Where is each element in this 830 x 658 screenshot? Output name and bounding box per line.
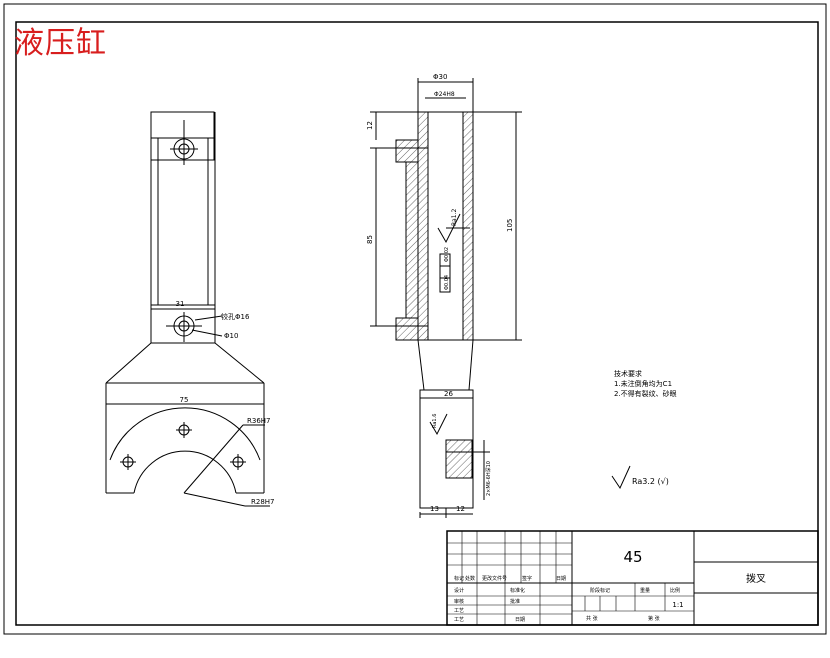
roughness-symbol xyxy=(437,213,461,244)
leader-hole xyxy=(191,329,223,337)
dim-front-bore: 铰孔Φ16 xyxy=(221,312,250,321)
tb-check: 审核 xyxy=(454,598,464,605)
tb-row-label-2: 更改文件号 xyxy=(482,575,507,582)
tb-material: 45 xyxy=(623,548,642,566)
taper-right xyxy=(214,342,265,384)
gdt-label-1: Φ0.02 xyxy=(444,247,450,262)
tech-notes-line1: 1.未注倒角均为C1 xyxy=(614,379,672,388)
title-block-border xyxy=(446,530,819,626)
fork-top-boss xyxy=(150,137,215,161)
dim-front-width: 31 xyxy=(176,300,185,308)
tb-ratio: 比例 xyxy=(670,587,680,594)
tb-sheets-total: 共 张 xyxy=(586,615,598,622)
tb-weight: 重量 xyxy=(640,587,650,594)
web-hatch xyxy=(405,161,419,319)
ear-top xyxy=(395,139,419,163)
tb-row-label-1: 处数 xyxy=(465,575,475,582)
tb-scale: 1:1 xyxy=(672,601,683,609)
dim-front-hole: Φ10 xyxy=(224,332,238,340)
wall-left-hatch xyxy=(417,111,429,341)
dim-side-26: 26 xyxy=(444,390,453,398)
dim-side-12b: 12 xyxy=(456,505,465,513)
tb-process-2: 工艺 xyxy=(454,617,464,623)
taper-right-side xyxy=(468,339,474,391)
inner-arc xyxy=(133,450,237,494)
ear-bottom xyxy=(395,317,419,341)
tb-row-label-0: 标记 xyxy=(454,575,464,582)
dim-side-phi24: Φ24H8 xyxy=(434,91,455,98)
tb-process: 工艺 xyxy=(454,608,464,614)
general-roughness-label: Ra3.2 (√) xyxy=(632,477,669,486)
tb-date: 日期 xyxy=(515,617,525,623)
leader-r28 xyxy=(183,492,246,507)
dim-side-85: 85 xyxy=(366,235,374,244)
roughness-symbol-2 xyxy=(429,413,448,436)
outer-arc xyxy=(109,407,261,461)
dim-side-105: 105 xyxy=(506,219,514,232)
side-view xyxy=(370,78,522,518)
taper-left xyxy=(105,342,152,384)
watermark-title: 液压缸 xyxy=(14,26,107,61)
front-view xyxy=(105,111,270,507)
leader-r36 xyxy=(183,424,244,494)
roughness-label-2: Ra1.6 xyxy=(432,414,438,428)
tech-notes-line2: 2.不得有裂纹、砂眼 xyxy=(614,389,677,398)
tech-notes-title: 技术要求 xyxy=(614,369,642,378)
inner-frame xyxy=(15,21,819,626)
title-block xyxy=(446,530,819,626)
tb-row-label-4: 日期 xyxy=(556,576,566,582)
tb-approve: 批准 xyxy=(510,598,520,605)
dim-front-r-inner: R28H7 xyxy=(251,498,275,506)
wall-right-hatch xyxy=(462,111,474,341)
taper-left-side xyxy=(417,339,425,391)
dim-side-phi30: Φ30 xyxy=(433,73,447,81)
stem-thread-hatch xyxy=(445,439,473,479)
gdt-frame xyxy=(439,253,451,293)
roughness-label: Ra1.2 xyxy=(451,209,458,226)
tb-stage-mark: 阶段标记 xyxy=(590,587,610,594)
tb-standard: 标准化 xyxy=(510,587,525,594)
leader-bore xyxy=(194,315,223,321)
general-roughness-symbol xyxy=(611,465,631,490)
lower-boss xyxy=(150,304,216,344)
dim-front-base-width: 75 xyxy=(180,396,189,404)
gdt-label-2: Φ0.04 xyxy=(444,275,450,290)
dim-side-12: 12 xyxy=(366,121,374,130)
tb-design: 设计 xyxy=(454,587,464,594)
tb-row-label-3: 签字 xyxy=(522,575,532,582)
dim-side-13: 13 xyxy=(430,505,439,513)
tb-part-name: 拨叉 xyxy=(746,572,766,585)
dim-front-r-outer: R36H7 xyxy=(247,417,271,425)
tb-sheet-no: 第 张 xyxy=(648,615,660,622)
fork-top-cap xyxy=(150,111,215,139)
outer-frame xyxy=(3,3,827,635)
dim-side-thread: 2×M6-6H深10 xyxy=(485,461,492,496)
